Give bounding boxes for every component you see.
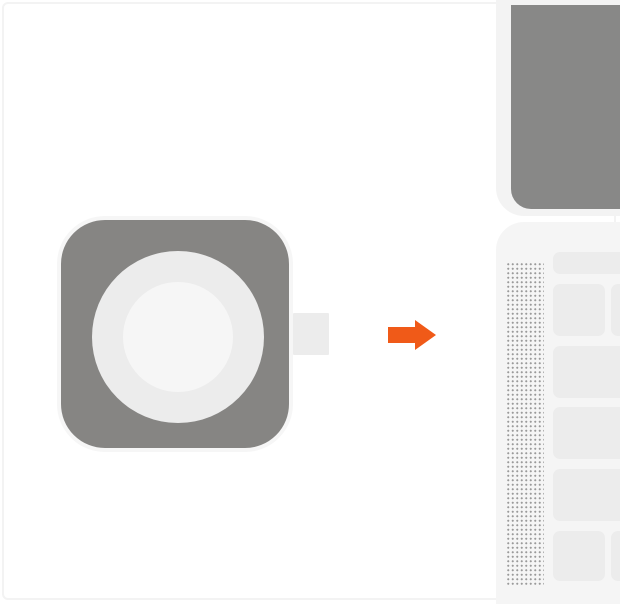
keyboard-key [553,407,620,459]
laptop-lid [496,0,620,216]
arrow-shape [388,320,436,350]
speaker-grille [506,262,544,586]
right-arrow-icon [388,320,436,350]
laptop-icon [496,0,620,604]
keyboard-key [611,284,620,336]
charger-connector [293,313,329,355]
laptop-screen [511,5,620,209]
keyboard-key [553,284,605,336]
keyboard-key [553,252,620,274]
keyboard-key [553,531,605,581]
keyboard-key [553,346,620,398]
wireless-charger-icon [57,216,329,456]
laptop-keyboard-deck [496,222,620,604]
charger-body [57,216,293,452]
keyboard-key [611,531,620,581]
charger-disc [123,282,233,392]
keyboard-key [553,469,620,521]
